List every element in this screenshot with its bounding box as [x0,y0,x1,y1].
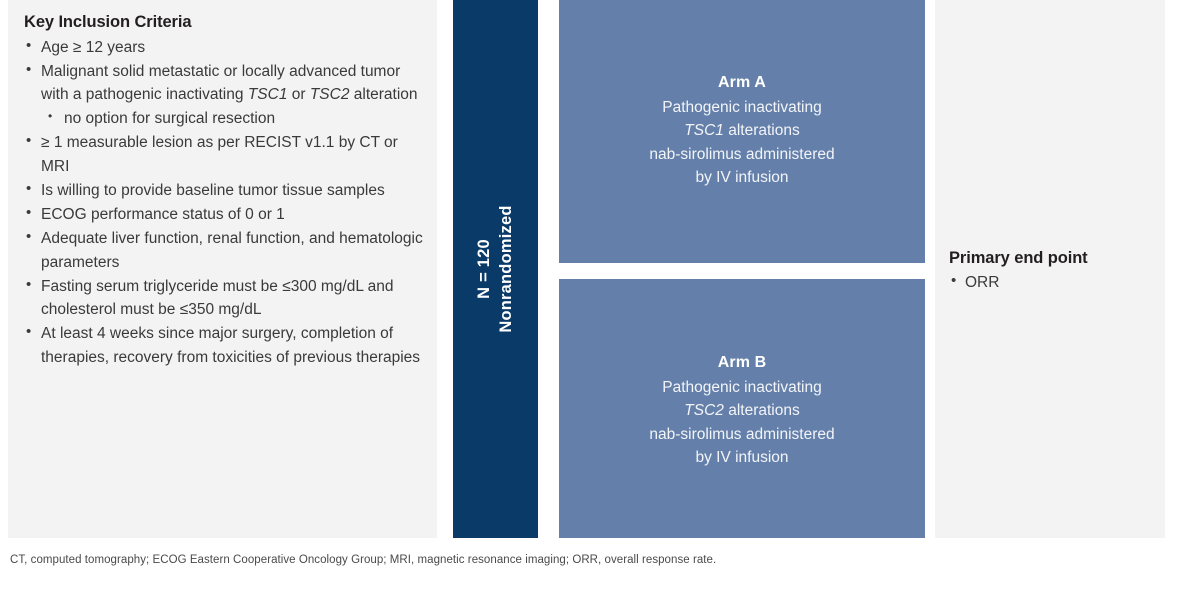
endpoint-item: ORR [949,270,1155,294]
arm-b-title: Arm B [717,354,767,372]
text-fragment: or [287,86,310,104]
enrollment-bar: N = 120 Nonrandomized [453,0,538,538]
inclusion-criteria-list: Age ≥ 12 yearsMalignant solid metastatic… [22,35,423,370]
text-fragment: by IV infusion [695,169,789,187]
criteria-item: no option for surgical resection [24,107,423,131]
text-fragment: alterations [723,402,800,420]
gene-name: TSC1 [684,122,724,140]
arm-description-line: nab-sirolimus administered [649,143,834,167]
text-fragment: nab-sirolimus administered [649,425,835,443]
criteria-item: Adequate liver function, renal function,… [24,226,423,274]
arm-description-line: by IV infusion [649,166,834,190]
abbreviations-footnote: CT, computed tomography; ECOG Eastern Co… [10,554,717,566]
arm-description-line: by IV infusion [649,446,834,470]
inclusion-criteria-panel: Key Inclusion Criteria Age ≥ 12 yearsMal… [8,0,437,538]
criteria-item: Age ≥ 12 years [24,35,423,60]
inclusion-criteria-title: Key Inclusion Criteria [24,13,192,31]
primary-endpoint-panel: Primary end point ORR [935,0,1165,538]
arm-description-line: Pathogenic inactivating [649,96,834,120]
primary-endpoint-title: Primary end point [949,249,1088,267]
arm-description-line: Pathogenic inactivating [649,376,834,400]
arm-description-line: TSC1 alterations [649,119,834,143]
text-fragment: by IV infusion [695,449,789,467]
gene-name: TSC2 [684,402,724,420]
primary-endpoint-content: Primary end point ORR [949,248,1155,295]
diagram-panels: Key Inclusion Criteria Age ≥ 12 yearsMal… [0,0,1178,538]
enrollment-bar-label: N = 120 Nonrandomized [474,205,518,332]
text-fragment: Malignant solid metastatic or locally ad… [41,62,401,104]
primary-endpoint-list: ORR [949,270,1155,294]
gene-name: TSC2 [309,86,350,104]
text-fragment: Pathogenic inactivating [662,98,822,116]
enrollment-design-label: Nonrandomized [496,205,515,333]
criteria-item: ≥ 1 measurable lesion as per RECIST v1.1… [24,130,423,178]
criteria-item: Is willing to provide baseline tumor tis… [24,178,423,203]
gene-name: TSC1 [247,86,288,104]
criteria-item: Fasting serum triglyceride must be ≤300 … [24,274,423,322]
arm-description-line: nab-sirolimus administered [649,423,834,447]
arm-description-line: TSC2 alterations [649,399,834,423]
criteria-item: Malignant solid metastatic or locally ad… [24,59,423,107]
text-fragment: alteration [349,86,418,104]
arm-a-title: Arm A [718,74,766,92]
text-fragment: nab-sirolimus administered [649,145,835,163]
criteria-item: At least 4 weeks since major surgery, co… [24,321,423,369]
text-fragment: alterations [723,122,800,140]
text-fragment: Pathogenic inactivating [662,378,822,396]
criteria-item: ECOG performance status of 0 or 1 [24,202,423,227]
enrollment-n-label: N = 120 [474,239,493,299]
